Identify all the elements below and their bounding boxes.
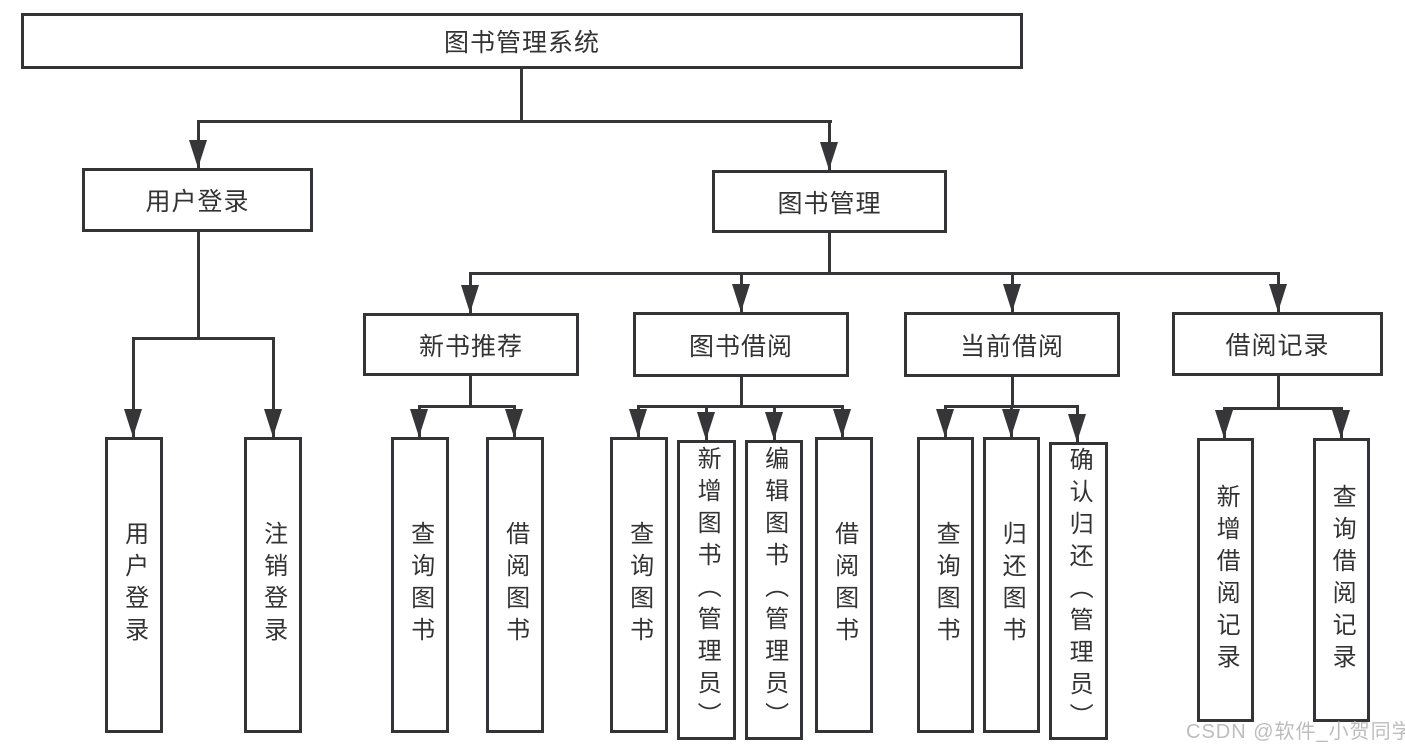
arrow-down-icon [697,412,715,440]
arrow-down-icon [1269,284,1287,312]
arrow-down-icon [765,412,783,440]
arrow-down-icon [833,409,851,437]
arrow-down-icon [1215,410,1233,438]
connector-hline [469,272,1280,275]
leaf-query-borrow-record: 查询借阅记录 [1313,438,1370,722]
node-new-book-recommend: 新书推荐 [363,313,579,376]
connector-vline [1277,376,1280,407]
connector-hline [1223,407,1342,410]
leaf-borrow-books-borrow: 借阅图书 [815,437,873,733]
arrow-down-icon [189,140,207,168]
leaf-query-books-recommend: 查询图书 [391,437,449,733]
node-borrow-records: 借阅记录 [1172,312,1383,376]
arrow-down-icon [461,285,479,313]
connector-vline [469,376,472,405]
node-user-login: 用户登录 [82,168,313,232]
connector-vline [520,69,523,120]
arrow-down-icon [1002,409,1020,437]
connector-hline [637,405,844,408]
leaf-query-books-borrow: 查询图书 [610,437,668,733]
arrow-down-icon [732,284,750,312]
node-current-borrow: 当前借阅 [904,312,1120,377]
connector-vline [1011,377,1014,405]
csdn-watermark: CSDN @软件_小贺同学 [1186,721,1405,743]
arrow-down-icon [1003,284,1021,312]
arrow-down-icon [264,409,282,437]
leaf-add-book-admin: 新增图书（管理员） [677,440,736,740]
connector-hline [197,120,832,123]
leaf-confirm-return-admin: 确认归还（管理员） [1049,442,1108,740]
leaf-user-login: 用户登录 [105,437,163,733]
arrow-down-icon [1068,414,1086,442]
node-book-borrow: 图书借阅 [633,312,849,377]
leaf-add-borrow-record: 新增借阅记录 [1197,438,1254,722]
arrow-down-icon [124,409,142,437]
connector-vline [272,337,275,437]
arrow-down-icon [629,409,647,437]
connector-hline [418,405,516,408]
connector-vline [132,337,135,437]
arrow-down-icon [505,409,523,437]
leaf-return-books: 归还图书 [983,437,1040,733]
connector-hline [132,337,275,340]
leaf-query-books-current: 查询图书 [917,437,974,733]
connector-vline [197,232,200,337]
node-book-management: 图书管理 [712,170,947,233]
arrow-down-icon [820,142,838,170]
arrow-down-icon [410,409,428,437]
arrow-down-icon [1332,410,1350,438]
connector-vline [740,377,743,405]
leaf-logout: 注销登录 [244,437,302,733]
arrow-down-icon [936,409,954,437]
connector-vline [828,233,831,272]
leaf-borrow-books-recommend: 借阅图书 [486,437,544,733]
node-library-system: 图书管理系统 [21,13,1023,69]
leaf-edit-book-admin: 编辑图书（管理员） [745,440,803,740]
